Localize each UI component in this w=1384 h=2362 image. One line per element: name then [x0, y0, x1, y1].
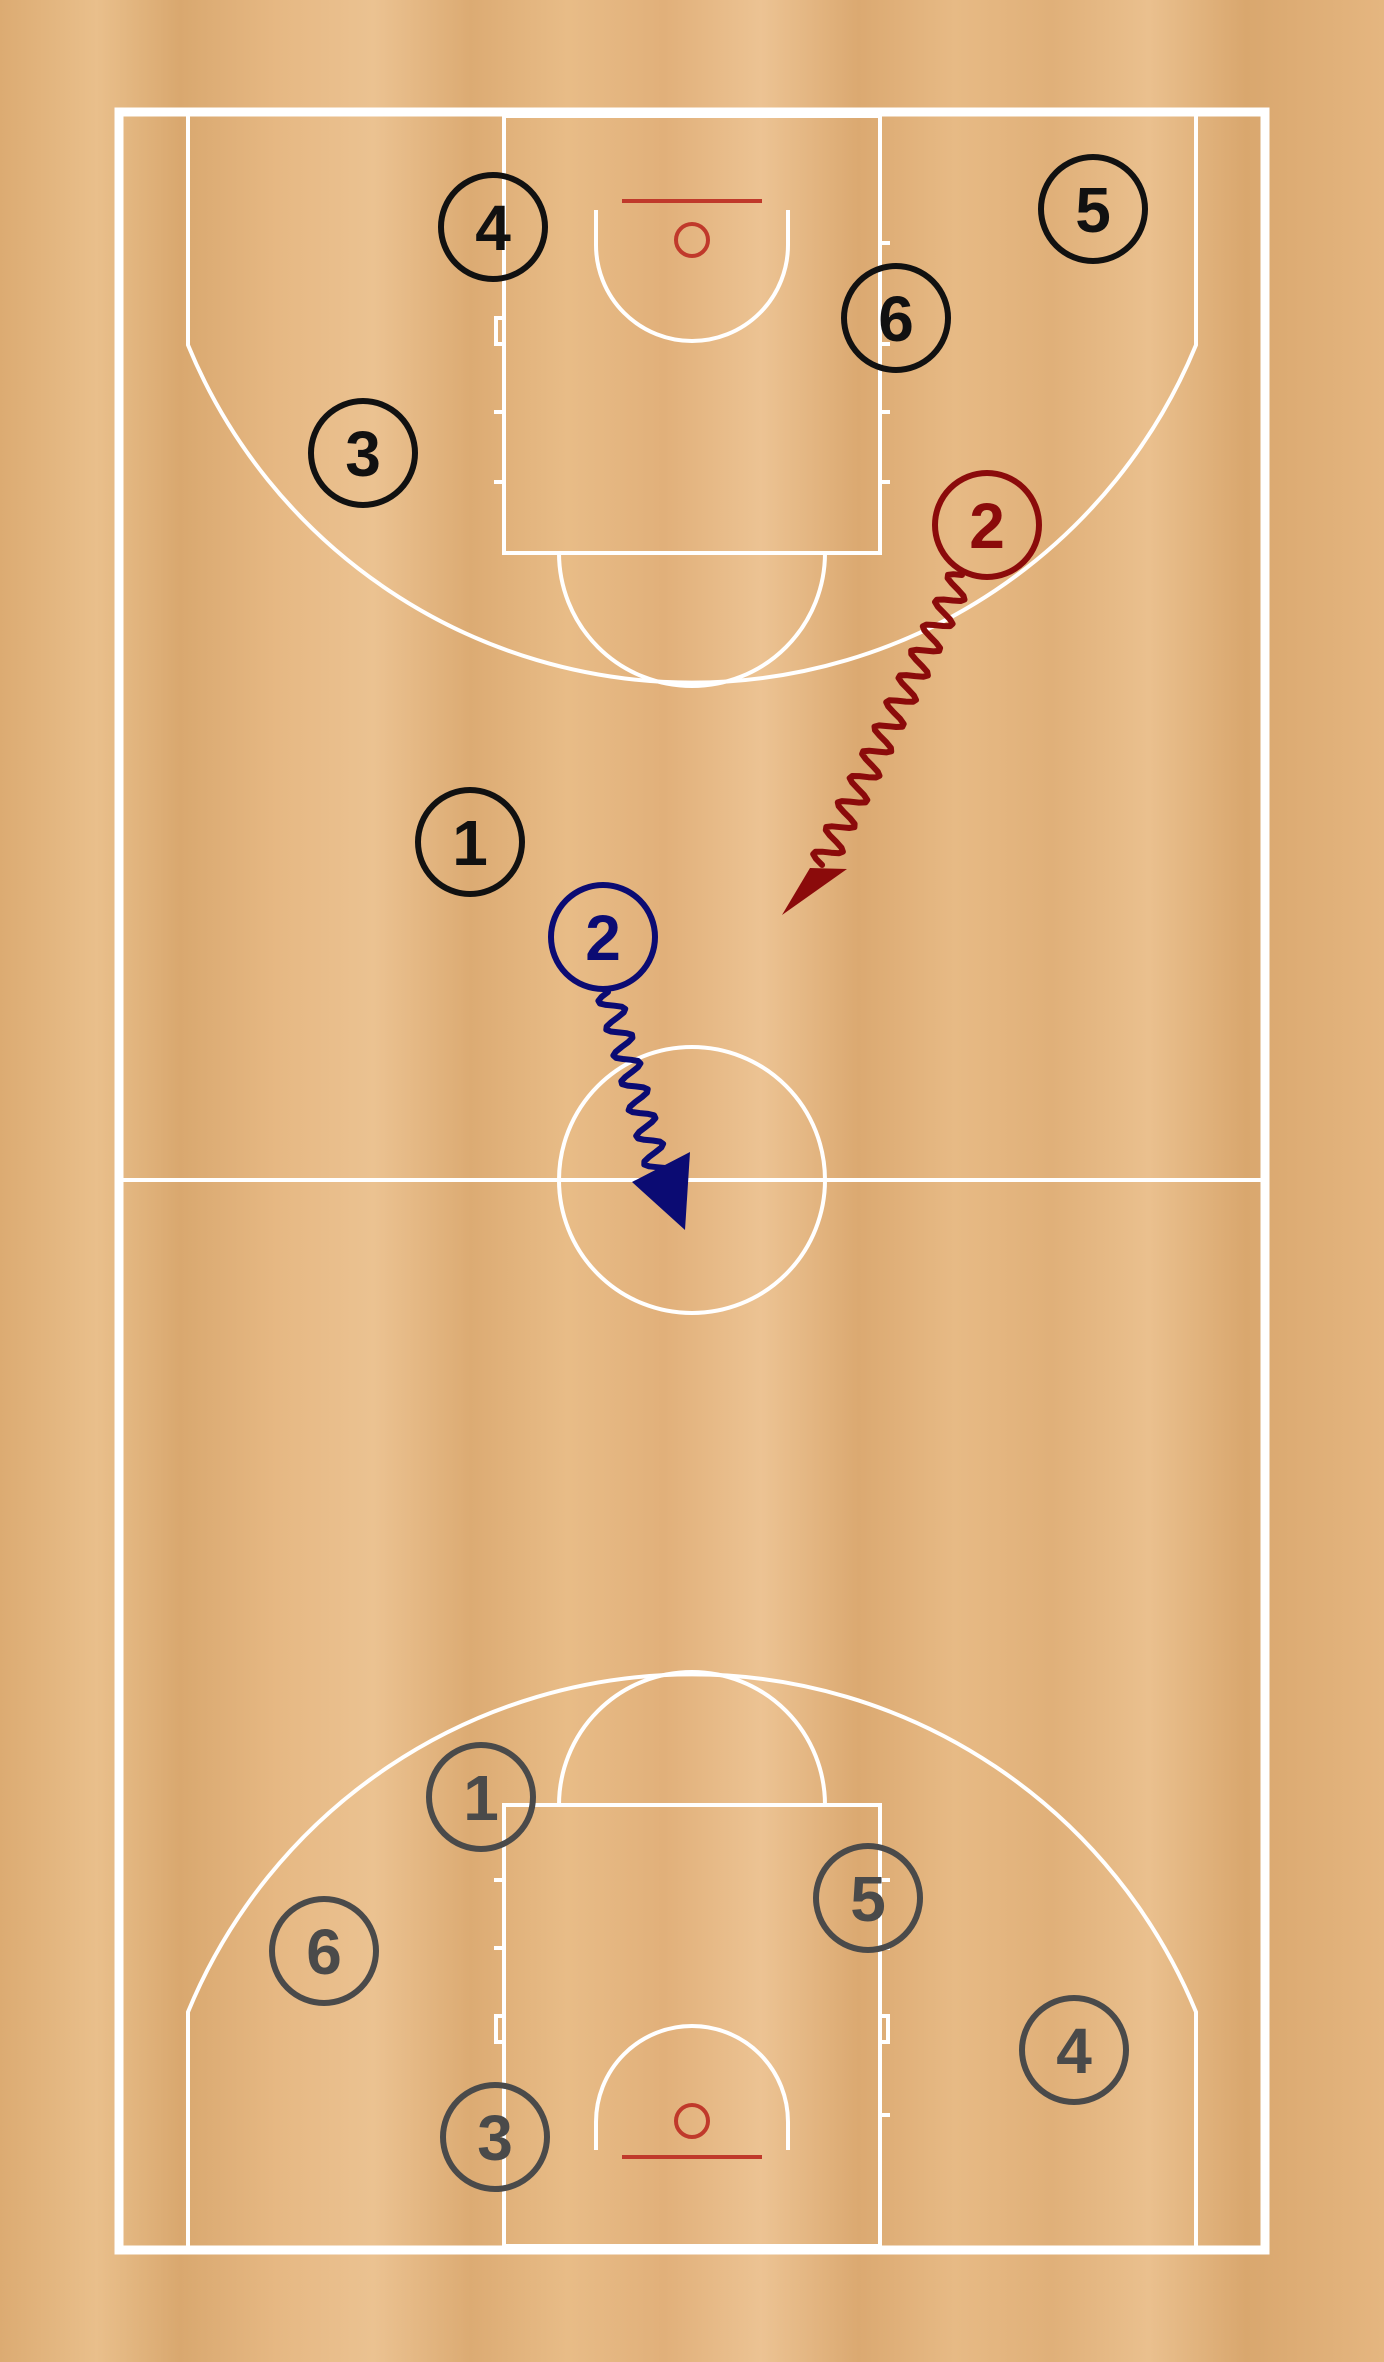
dribble-line-red — [810, 571, 968, 868]
player-top-5: 5 — [1038, 154, 1148, 264]
player-bottom-5-label: 5 — [850, 1863, 886, 1935]
player-top-5-label: 5 — [1075, 174, 1111, 246]
player-bottom-4: 4 — [1019, 1995, 1129, 2105]
player-blue-2: 2 — [548, 882, 658, 992]
player-top-1-label: 1 — [452, 807, 488, 879]
bottom-rim — [674, 2103, 710, 2139]
player-bottom-6: 6 — [269, 1896, 379, 2006]
player-top-6-label: 6 — [878, 283, 914, 355]
player-top-3: 3 — [308, 398, 418, 508]
player-bottom-1-label: 1 — [463, 1762, 499, 1834]
bottom-three-point-line — [186, 1672, 1198, 2246]
player-red-2-label: 2 — [969, 490, 1005, 562]
top-rim — [674, 222, 710, 258]
top-free-throw-semicircle — [557, 552, 827, 688]
player-top-4-label: 4 — [475, 192, 511, 264]
player-top-1: 1 — [415, 787, 525, 897]
top-basket — [622, 199, 762, 258]
player-bottom-3: 3 — [440, 2082, 550, 2192]
player-bottom-1: 1 — [426, 1742, 536, 1852]
player-bottom-6-label: 6 — [306, 1916, 342, 1988]
court-lines — [114, 107, 1270, 2255]
player-blue-2-label: 2 — [585, 902, 621, 974]
bottom-free-throw-semicircle — [557, 1670, 827, 1806]
top-restricted-area — [594, 210, 790, 343]
player-top-6: 6 — [841, 263, 951, 373]
bottom-restricted-area — [594, 2024, 790, 2150]
dribble-arrowhead-blue — [632, 1152, 690, 1230]
top-lane-marks — [494, 241, 890, 484]
dribble-line-blue — [595, 989, 668, 1171]
center-circle — [557, 1045, 827, 1315]
player-bottom-5: 5 — [813, 1843, 923, 1953]
top-three-point-line — [186, 116, 1198, 685]
player-top-4: 4 — [438, 172, 548, 282]
player-bottom-3-label: 3 — [477, 2102, 513, 2174]
dribble-path-blue — [595, 989, 690, 1230]
player-top-3-label: 3 — [345, 418, 381, 490]
dribble-path-red — [782, 571, 968, 915]
player-bottom-4-label: 4 — [1056, 2015, 1092, 2087]
player-red-2: 2 — [932, 470, 1042, 580]
bottom-basket — [622, 2103, 762, 2159]
dribble-arrowhead-red — [782, 868, 847, 915]
bottom-lane-marks — [494, 1878, 890, 2117]
